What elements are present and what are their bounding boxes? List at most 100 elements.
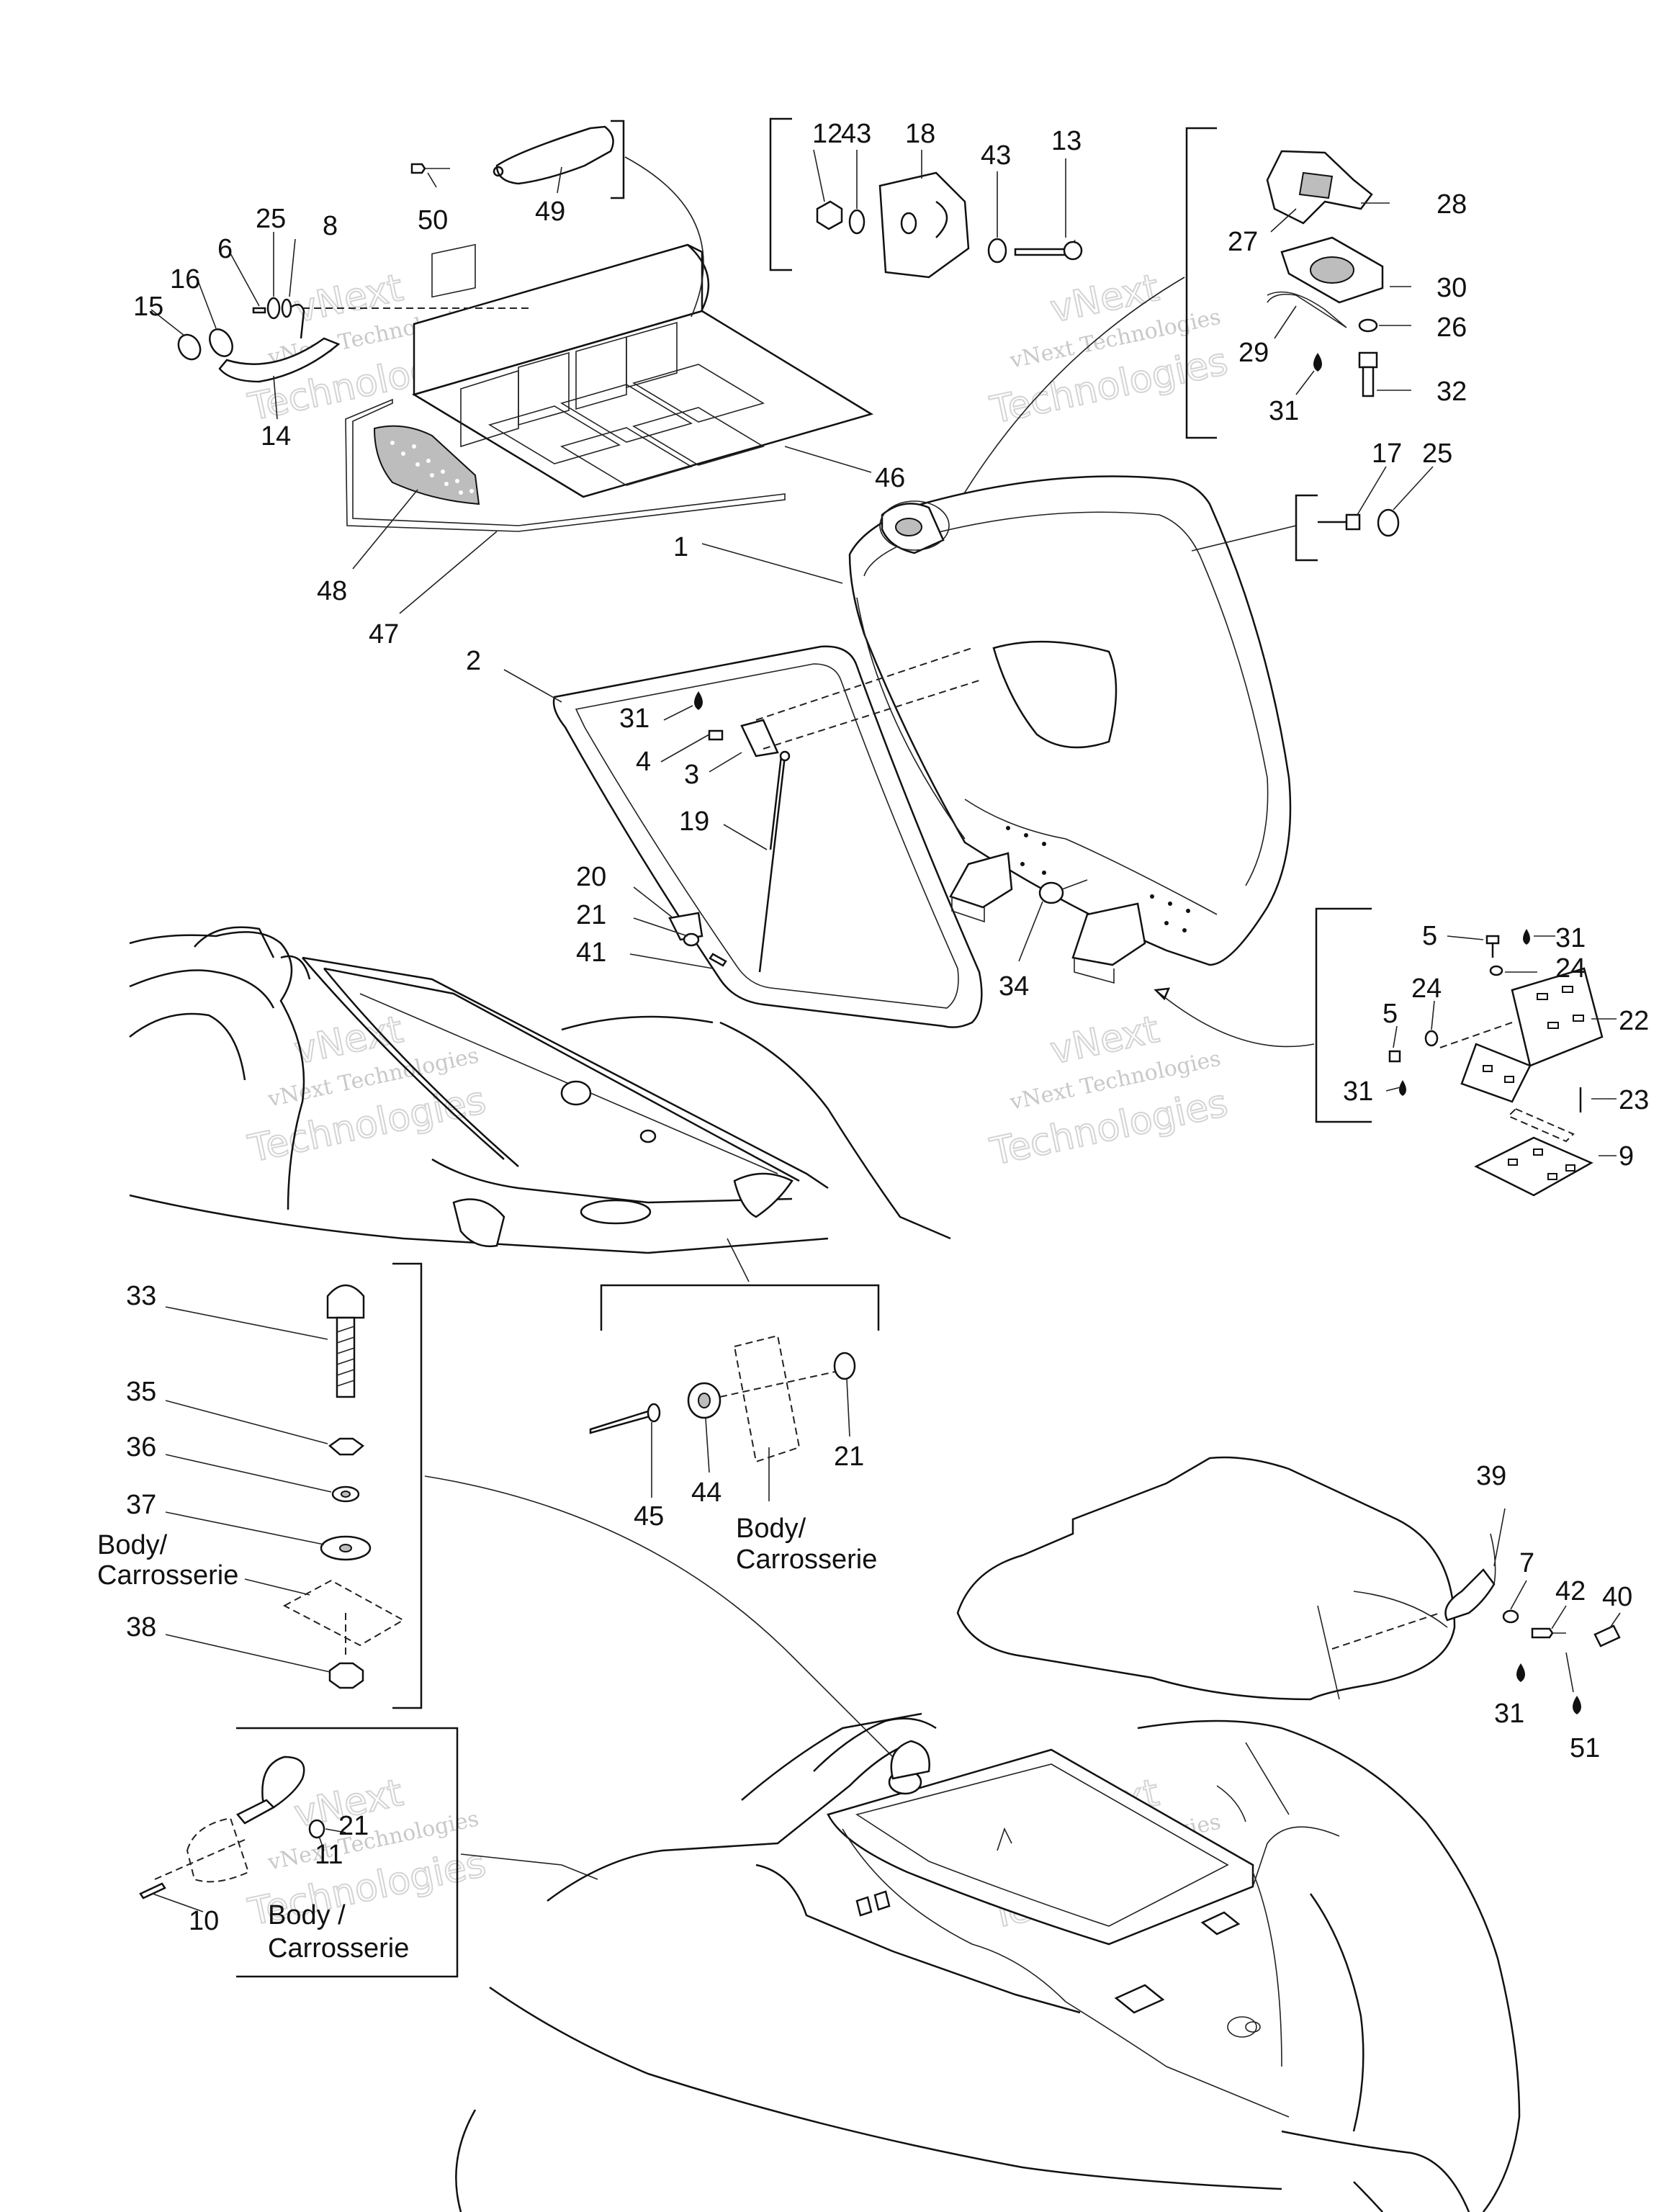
washer-7 <box>1502 1609 1519 1624</box>
pad-48 <box>373 425 480 505</box>
label-26: 26 <box>1437 313 1467 343</box>
label-9: 9 <box>1619 1141 1634 1172</box>
rivet-45 <box>589 1410 655 1434</box>
mat-47 <box>345 398 786 532</box>
label-49: 49 <box>535 197 565 227</box>
label-46: 46 <box>875 463 905 493</box>
seat <box>956 1456 1456 1701</box>
rivet-10 <box>139 1882 166 1899</box>
body-note-b-line1: Body/ <box>736 1514 806 1544</box>
label-29: 29 <box>1238 338 1269 368</box>
label-28: 28 <box>1437 189 1467 220</box>
bolt-stack-assembly <box>165 1262 894 1758</box>
body-panel-outline <box>733 1334 801 1463</box>
label-21: 21 <box>576 900 606 930</box>
hinge-left <box>949 852 1013 909</box>
stud-33-shaft <box>336 1316 356 1398</box>
stud-33-head <box>326 1284 365 1319</box>
label-5: 5 <box>1382 999 1398 1029</box>
label-45: 45 <box>634 1501 664 1532</box>
label-31: 31 <box>1269 396 1299 426</box>
label-37: 37 <box>126 1490 156 1520</box>
body-note-a-line2: Carrosserie <box>97 1560 238 1591</box>
label-24: 24 <box>1411 974 1442 1004</box>
label-48: 48 <box>317 576 347 606</box>
bracket <box>392 1262 423 1709</box>
nut-35 <box>328 1437 365 1456</box>
bracket <box>1295 494 1318 562</box>
gas-strut-19 <box>758 755 786 973</box>
body-note-a-line1: Body/ <box>97 1530 168 1560</box>
label-39: 39 <box>1476 1461 1506 1491</box>
label-4: 4 <box>636 747 651 777</box>
body-panel-outline <box>282 1579 405 1647</box>
label-38: 38 <box>126 1612 156 1642</box>
bumper-34 <box>1038 881 1064 904</box>
label-33: 33 <box>126 1281 156 1311</box>
grommet-15 <box>177 333 202 361</box>
bracket <box>1315 907 1372 1123</box>
label-44: 44 <box>691 1478 721 1508</box>
logo-badge <box>1227 2016 1257 2038</box>
label-20: 20 <box>576 862 606 892</box>
label-3: 3 <box>684 760 699 790</box>
label-1: 1 <box>673 532 688 562</box>
label-23: 23 <box>1619 1085 1649 1115</box>
label-34: 34 <box>999 971 1029 1002</box>
label-22: 22 <box>1619 1006 1649 1036</box>
label-42: 42 <box>1555 1576 1586 1606</box>
cap-40 <box>1593 1624 1621 1647</box>
label-31: 31 <box>1343 1076 1373 1107</box>
clamp-11 <box>261 1755 305 1809</box>
label-13: 13 <box>1051 126 1082 156</box>
strap-39 <box>1444 1568 1496 1622</box>
body-note-b-line2: Carrosserie <box>736 1545 877 1575</box>
washer-21d <box>308 1819 325 1839</box>
label-31: 31 <box>1555 923 1586 953</box>
label-21: 21 <box>338 1811 369 1841</box>
bracket <box>769 117 792 271</box>
pivot-block-18 <box>878 171 970 279</box>
label-24: 24 <box>1555 953 1586 984</box>
glove-box-assembly <box>503 466 1434 1028</box>
label-6: 6 <box>217 234 233 264</box>
lid-recess <box>992 640 1118 749</box>
washer-43b <box>987 238 1007 264</box>
clamp-detail <box>139 1727 598 1978</box>
label-31: 31 <box>1494 1699 1524 1729</box>
label-19: 19 <box>679 806 709 837</box>
threadlocker-drop <box>1313 353 1322 372</box>
washer-21c <box>833 1352 856 1380</box>
nut-12 <box>816 200 843 230</box>
label-25: 25 <box>1422 439 1452 469</box>
nut-25b <box>1377 508 1400 537</box>
washer-43 <box>848 209 866 235</box>
washer-26 <box>1358 318 1378 333</box>
label-47: 47 <box>369 619 399 649</box>
hinge-22 <box>1511 967 1604 1067</box>
screw-50 <box>410 163 426 174</box>
screw-42 <box>1531 1627 1554 1639</box>
rivet-17 <box>1345 513 1361 531</box>
label-18: 18 <box>905 119 935 149</box>
plate-9 <box>1474 1136 1593 1197</box>
label-5: 5 <box>1422 921 1437 951</box>
hinge-right <box>1071 902 1146 966</box>
hull-lower <box>455 1712 1521 2212</box>
label-40: 40 <box>1602 1582 1632 1612</box>
screw-4 <box>708 729 724 741</box>
label-50: 50 <box>418 205 448 235</box>
label-11: 11 <box>315 1840 343 1870</box>
strap-14 <box>218 337 341 383</box>
part-labels: 12 43 18 43 13 28 27 30 26 29 32 31 50 4… <box>97 119 1649 1964</box>
label-35: 35 <box>126 1377 156 1407</box>
body-note-c-line2: Carrosserie <box>268 1933 409 1964</box>
label-21: 21 <box>834 1442 864 1472</box>
label-16: 16 <box>170 264 200 295</box>
label-8: 8 <box>323 211 338 241</box>
label-36: 36 <box>126 1432 156 1462</box>
clip-8 <box>291 303 305 339</box>
body-note-c-line1: Body / <box>268 1900 346 1930</box>
bracket-49 <box>495 125 614 185</box>
